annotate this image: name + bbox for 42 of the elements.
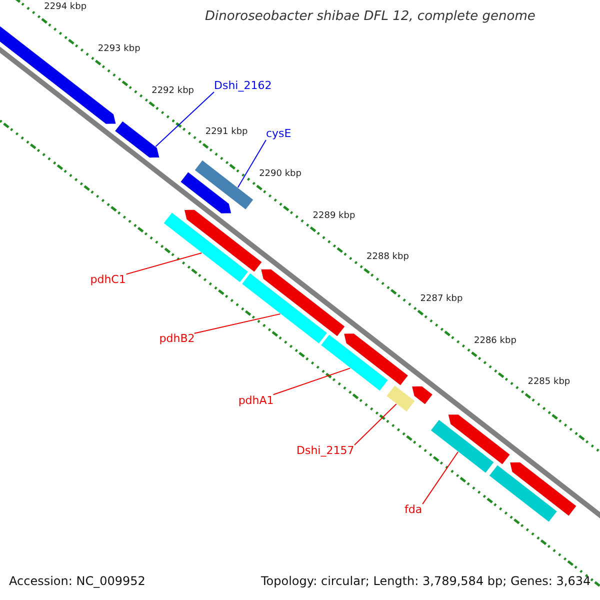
gene-block — [343, 332, 409, 386]
leader-line — [272, 368, 351, 396]
accession-text: Accession: NC_009952 — [9, 575, 146, 588]
gene-label: Dshi_2162 — [214, 80, 272, 92]
scale-label: 2287 kbp — [420, 294, 463, 305]
gene-block — [180, 171, 232, 214]
gene-bar — [488, 464, 558, 523]
gene-label: pdhC1 — [90, 274, 126, 286]
leader-line — [422, 451, 458, 505]
leader-line — [155, 92, 214, 147]
gene-bar — [430, 418, 495, 474]
scale-label: 2289 kbp — [312, 212, 356, 222]
gene-label: cysE — [266, 128, 292, 140]
gene-block — [260, 268, 346, 338]
scale-label: 2294 kbp — [44, 3, 87, 14]
scale-label: 2290 kbp — [259, 170, 302, 180]
leader-line — [354, 404, 397, 446]
gene-bar — [240, 272, 328, 345]
scale-label: 2291 kbp — [205, 128, 248, 138]
leader-line — [237, 140, 266, 188]
scale-label: 2288 kbp — [366, 253, 409, 264]
scale-label: 2293 kbp — [98, 44, 140, 55]
gene-bar — [162, 212, 250, 284]
genome-info-text: Topology: circular; Length: 3,789,584 bp; Genes: 3,634 — [261, 575, 591, 588]
gene-label: fda — [404, 504, 422, 516]
gene-bar — [320, 334, 389, 392]
scale-label: 2285 kbp — [528, 378, 570, 388]
gene-bar — [194, 159, 254, 211]
gene-label: Dshi_2157 — [296, 444, 354, 458]
gene-block — [411, 385, 434, 406]
gene-block — [184, 208, 263, 273]
gene-label: pdhA1 — [238, 394, 274, 407]
gene-block — [114, 120, 160, 158]
title: Dinoroseobacter shibae DFL 12, complete genome — [205, 10, 536, 24]
scale-label: 2286 kbp — [474, 336, 516, 347]
gene-block — [447, 414, 511, 466]
gene-block — [509, 461, 578, 517]
gene-bar — [386, 384, 416, 413]
gene-label: pdhB2 — [159, 333, 195, 346]
scale-label: 2292 kbp — [152, 86, 194, 96]
leader-line — [194, 313, 281, 334]
leader-line — [126, 252, 202, 275]
